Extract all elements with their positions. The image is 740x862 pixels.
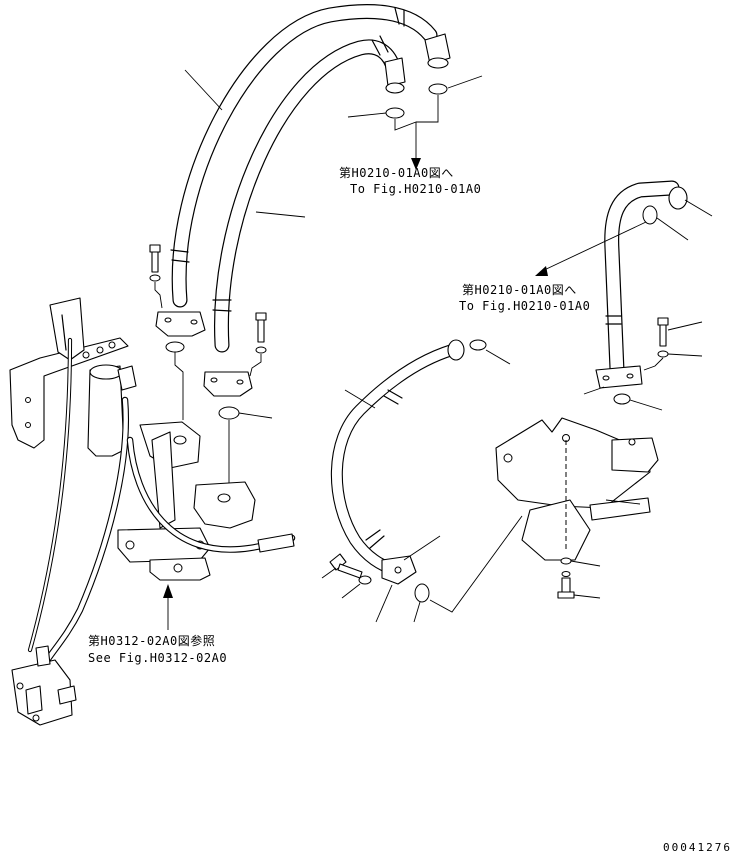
- catalog-number: 00041276: [663, 841, 732, 854]
- o-ring-icon: [165, 341, 185, 353]
- o-ring-icon: [385, 107, 405, 119]
- right-tube-assembly: [321, 180, 713, 623]
- o-ring-icon: [414, 583, 430, 603]
- o-ring-icon: [469, 339, 487, 351]
- reference-right-jp: 第H0210-01A0図へ: [462, 283, 577, 297]
- o-ring-icon: [218, 406, 240, 420]
- reference-upper-en: To Fig.H0210-01A0: [350, 182, 482, 196]
- left-hose-assembly: [9, 4, 483, 726]
- reference-lower-jp: 第H0312-02A0図参照: [88, 634, 216, 648]
- reference-lower-en: See Fig.H0312-02A0: [88, 651, 228, 665]
- o-ring-icon: [613, 393, 631, 405]
- reference-upper-jp: 第H0210-01A0図へ: [339, 166, 454, 180]
- o-ring-icon: [642, 205, 658, 225]
- reference-right-en: To Fig.H0210-01A0: [459, 299, 591, 313]
- o-ring-icon: [428, 83, 448, 95]
